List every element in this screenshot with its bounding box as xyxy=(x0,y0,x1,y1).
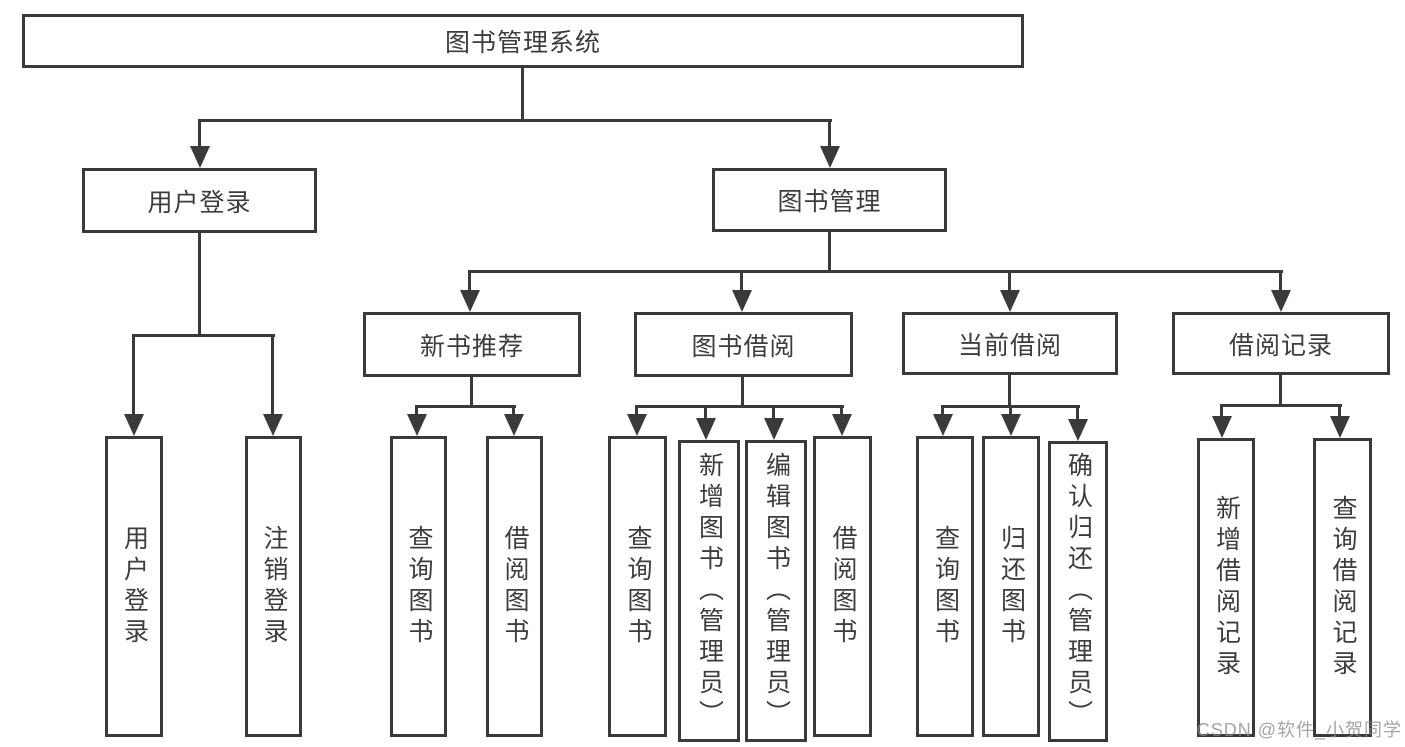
connector xyxy=(415,405,516,408)
csdn-watermark: CSDN @软件_小贺同学 xyxy=(1196,720,1402,740)
leaf-logout: 注销登录 xyxy=(245,436,302,737)
node-label: 确认归还（管理员） xyxy=(1064,452,1093,731)
arrow-down xyxy=(124,334,144,436)
arrow-down xyxy=(504,405,524,436)
node-label: 图书管理 xyxy=(777,188,882,216)
node-current-borrowing: 当前借阅 xyxy=(902,312,1118,375)
node-book-management-system: 图书管理系统 xyxy=(22,14,1024,68)
node-book-borrowing: 图书借阅 xyxy=(634,312,853,377)
node-label: 新增借阅记录 xyxy=(1212,494,1241,681)
leaf-add-books-admin: 新增图书（管理员） xyxy=(678,440,740,742)
node-user-login: 用户登录 xyxy=(82,168,317,233)
connector xyxy=(1220,404,1342,407)
connector xyxy=(1279,375,1282,406)
leaf-edit-books-admin: 编辑图书（管理员） xyxy=(745,440,807,742)
node-label: 查询借阅记录 xyxy=(1329,494,1357,681)
arrow-down xyxy=(1001,405,1021,436)
connector xyxy=(1008,375,1011,407)
node-borrowing-records: 借阅记录 xyxy=(1172,312,1390,375)
arrow-down xyxy=(764,405,784,440)
node-label: 查询图书 xyxy=(624,524,652,649)
arrow-down xyxy=(460,270,480,312)
leaf-query-books-recommend: 查询图书 xyxy=(390,436,447,737)
leaf-borrow-books-recommend: 借阅图书 xyxy=(486,436,543,737)
arrow-down xyxy=(832,405,852,436)
arrow-down xyxy=(696,405,716,440)
node-label: 借阅图书 xyxy=(501,524,529,649)
connector xyxy=(468,270,1283,273)
node-label: 图书管理系统 xyxy=(444,29,601,57)
arrow-down xyxy=(1330,404,1350,438)
arrow-down xyxy=(933,405,953,436)
leaf-add-borrow-record: 新增借阅记录 xyxy=(1197,438,1255,737)
connector xyxy=(199,119,832,122)
connector xyxy=(635,405,844,408)
arrow-down xyxy=(263,334,283,436)
node-label: 图书借阅 xyxy=(691,332,796,361)
arrow-down xyxy=(820,119,840,168)
connector xyxy=(198,231,201,336)
leaf-query-books-current: 查询图书 xyxy=(916,436,974,737)
node-label: 归还图书 xyxy=(997,524,1026,649)
arrow-down xyxy=(407,405,427,436)
node-label: 当前借阅 xyxy=(957,331,1062,360)
node-label: 查询图书 xyxy=(405,524,433,649)
node-label: 新增图书（管理员） xyxy=(695,451,724,731)
arrow-down xyxy=(732,270,752,312)
node-label: 用户登录 xyxy=(120,524,149,649)
leaf-query-borrow-record: 查询借阅记录 xyxy=(1313,438,1372,737)
node-label: 借阅记录 xyxy=(1228,331,1333,360)
connector xyxy=(521,66,524,121)
node-label: 编辑图书（管理员） xyxy=(762,451,791,731)
connector xyxy=(828,230,831,272)
connector xyxy=(470,375,473,407)
node-label: 新书推荐 xyxy=(419,332,524,361)
arrow-down xyxy=(1000,270,1020,312)
node-label: 查询图书 xyxy=(931,524,960,649)
connector xyxy=(741,375,744,407)
node-book-management: 图书管理 xyxy=(712,168,947,232)
arrow-down xyxy=(627,405,647,436)
leaf-return-books: 归还图书 xyxy=(982,436,1040,737)
leaf-borrow-books: 借阅图书 xyxy=(813,436,872,737)
leaf-query-books-borrowing: 查询图书 xyxy=(608,436,667,737)
leaf-confirm-return-admin: 确认归还（管理员） xyxy=(1048,441,1108,742)
node-label: 借阅图书 xyxy=(829,524,857,649)
arrow-down xyxy=(1068,405,1088,441)
node-new-book-recommend: 新书推荐 xyxy=(363,312,581,377)
arrow-down xyxy=(190,119,210,168)
node-label: 用户登录 xyxy=(147,188,252,217)
arrow-down xyxy=(1271,270,1291,312)
arrow-down xyxy=(1212,404,1232,438)
leaf-user-login: 用户登录 xyxy=(105,436,163,737)
connector xyxy=(132,334,275,337)
node-label: 注销登录 xyxy=(260,524,288,649)
